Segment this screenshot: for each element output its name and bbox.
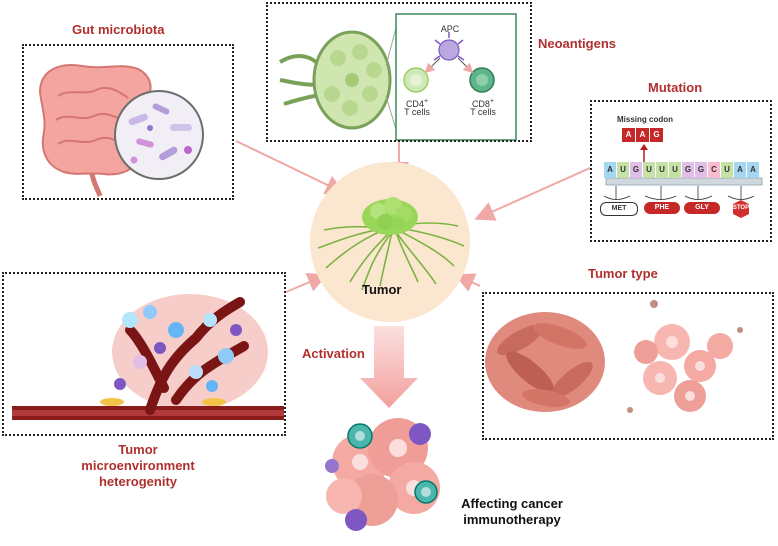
affecting-label-line1: Affecting cancer [461,496,563,511]
immunotherapy-illustration [325,418,440,531]
arrow-gut-to-tumor [235,140,346,195]
affecting-label: Affecting cancer immunotherapy [442,496,582,528]
nucleotide: G [695,162,707,178]
nucleotide: A [734,162,746,178]
codon-letter: A [636,128,649,142]
missing-codon-boxes: A A G [622,128,663,142]
missing-codon-label: Missing codon [617,115,673,124]
activation-label: Activation [302,346,365,361]
mutation-box [590,100,772,242]
tumor-type-box [482,292,774,440]
tme-label-line3: heterogenity [98,474,177,489]
cd4-text: CD4 [405,99,424,109]
tumor-type-illustration [485,300,743,413]
nucleotide: C [708,162,720,178]
microbiota-magnifier [114,90,204,180]
nucleotide: U [669,162,681,178]
arrow-type-to-tumor [454,273,481,292]
arrow-tme-to-tumor [285,272,328,293]
nucleotide: A [747,162,759,178]
tme-illustration [12,294,284,420]
nucleotide: U [656,162,668,178]
tme-label: Tumor microenvironment heterogenity [48,442,228,490]
mutation-label: Mutation [648,80,703,95]
apc-label: APC [440,24,460,34]
stop-label: STOP [732,205,750,211]
lymph-node-illustration [278,13,517,141]
tumor-label: Tumor [362,282,402,297]
mutation-illustration [603,144,763,218]
nucleotide: U [721,162,733,178]
affecting-label-line2: immunotherapy [463,512,561,527]
cd8-sup: + [489,98,495,105]
tme-label-line1: Tumor [118,442,158,457]
protein-met: MET [600,202,638,216]
tme-label-line2: microenvironment [81,458,195,473]
neoantigens-box [266,2,532,142]
tumor-type-label: Tumor type [588,266,658,281]
arrow-mutation-to-tumor [474,167,591,221]
cd4-label: CD4+ [402,96,432,110]
codon-letter: A [622,128,635,142]
gut-microbiota-box [22,44,234,200]
protein-phe: PHE [644,202,680,214]
neoantigens-label: Neoantigens [538,36,617,51]
cd4-tcells-label: T cells [404,107,430,117]
cd4-sup: + [423,98,429,105]
nucleotide: U [617,162,629,178]
cd8-text: CD8 [471,99,490,109]
codon-letter: G [650,128,663,142]
protein-gly: GLY [684,202,720,214]
tumor-icon [317,197,465,291]
cd8-label: CD8+ [468,96,498,110]
nucleotide: G [682,162,694,178]
nucleotide: U [643,162,655,178]
nucleotide: G [630,162,642,178]
activation-arrow [360,326,418,408]
mrna-strand: A U G U U U G G C U A A [604,162,759,178]
cd8-tcells-label: T cells [470,107,496,117]
nucleotide: A [604,162,616,178]
tme-box [2,272,286,436]
gut-microbiota-label: Gut microbiota [72,22,165,37]
